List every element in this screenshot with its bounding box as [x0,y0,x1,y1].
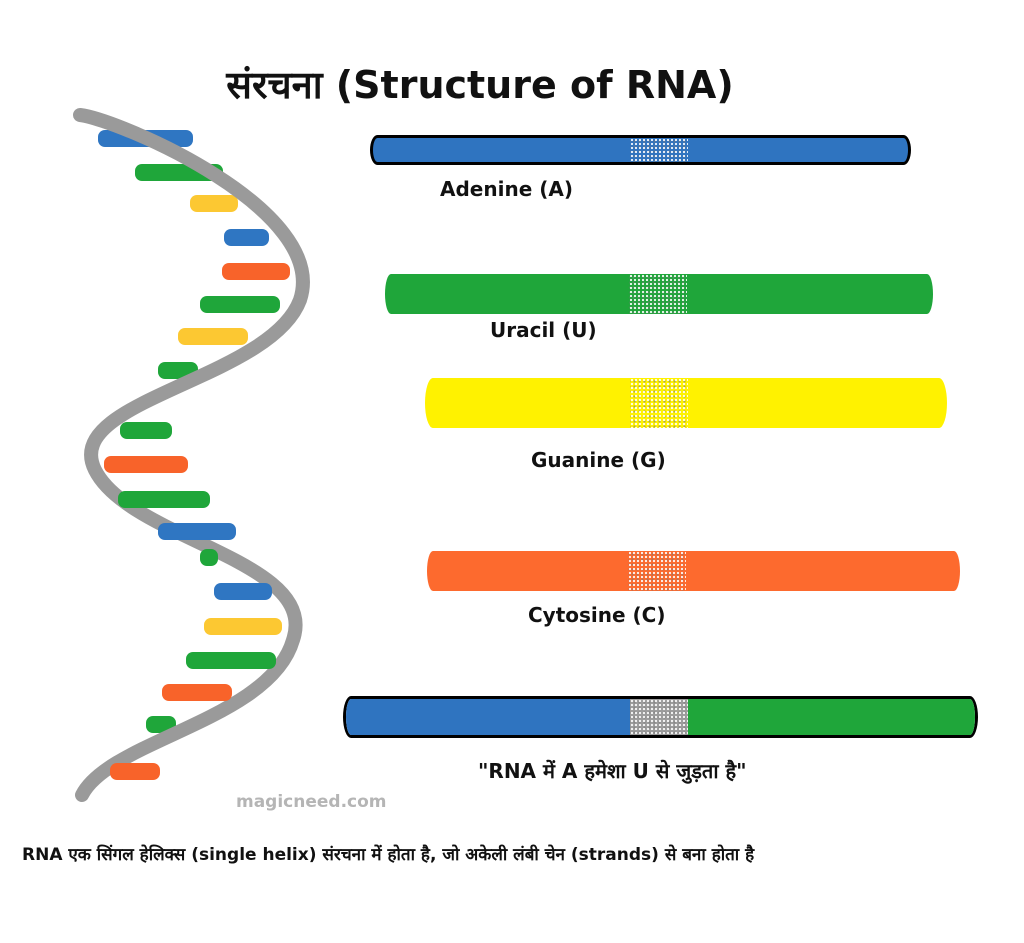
helix-rung-9 [120,422,172,439]
helix-rung-14 [214,583,272,600]
helix-rung-5 [222,263,290,280]
helix-rung-7 [178,328,248,345]
pair-adenine-half [346,699,630,735]
adenine-label: Adenine (A) [440,177,573,201]
rna-helix-illustration [73,108,310,802]
helix-rung-15 [204,618,282,635]
adenine-bar-texture [630,138,688,162]
cytosine-bar-texture [628,551,686,591]
helix-rung-4 [224,229,269,246]
helix-rung-11 [118,491,210,508]
helix-rung-10 [104,456,188,473]
guanine-label: Guanine (G) [531,448,666,472]
helix-rung-6 [200,296,280,313]
au-pair-bar [343,696,978,738]
helix-rung-12 [158,523,236,540]
helix-rung-16 [186,652,276,669]
watermark: magicneed.com [236,792,387,812]
pair-junction-texture [630,699,688,735]
uracil-label: Uracil (U) [490,318,597,342]
guanine-bar [425,378,947,428]
caption: RNA एक सिंगल हेलिक्स (single helix) संरच… [22,845,755,865]
guanine-bar-texture [630,378,688,428]
helix-rung-18 [146,716,176,733]
uracil-bar-texture [629,274,687,314]
helix-backbone [73,108,310,802]
helix-rung-19 [110,763,160,780]
cytosine-bar [427,551,960,591]
helix-rung-3 [190,195,238,212]
pair-uracil-half [688,699,975,735]
uracil-bar [385,274,933,314]
adenine-bar [370,135,911,165]
pairing-rule-label: "RNA में A हमेशा U से जुड़ता है" [478,759,747,783]
cytosine-label: Cytosine (C) [528,603,666,627]
helix-rung-13 [200,549,218,566]
diagram-title: संरचना (Structure of RNA) [226,63,734,107]
helix-rung-17 [162,684,232,701]
